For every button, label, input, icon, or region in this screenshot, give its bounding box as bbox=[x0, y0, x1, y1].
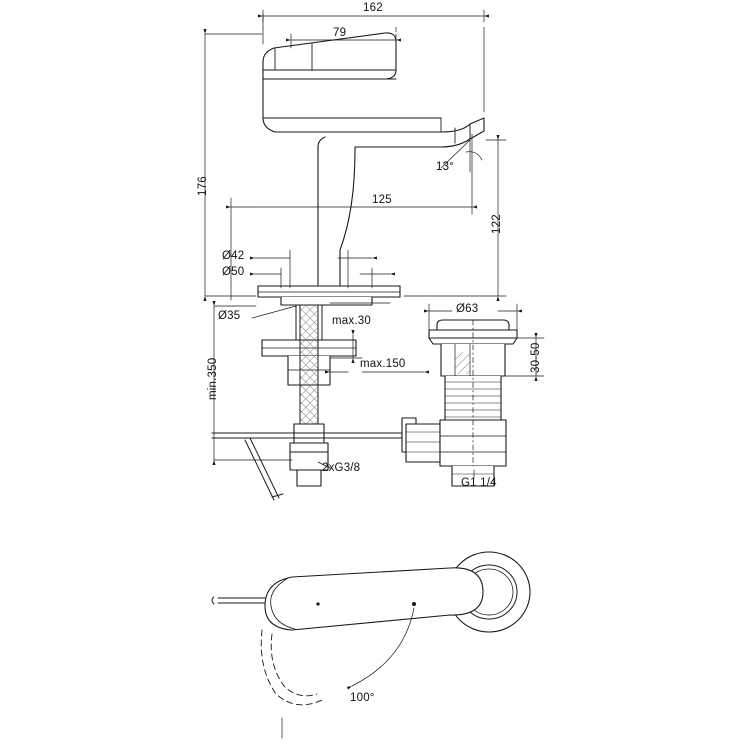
label-max-30: max.30 bbox=[332, 315, 371, 327]
dimension-lines-upper bbox=[203, 9, 545, 479]
faucet-body-outline bbox=[257, 32, 485, 306]
label-dia-35: Ø35 bbox=[218, 310, 241, 322]
waste-assembly bbox=[405, 319, 518, 487]
under-counter-assembly bbox=[211, 304, 421, 501]
label-dia-42: Ø42 bbox=[222, 250, 245, 262]
label-width-handle: 79 bbox=[333, 27, 347, 39]
label-swivel-angle: 100° bbox=[350, 692, 375, 704]
label-thread-supply: 2xG3/8 bbox=[322, 462, 361, 474]
label-dia-63: Ø63 bbox=[456, 303, 479, 315]
label-min-350: min.350 bbox=[207, 357, 219, 400]
label-spout-height: 122 bbox=[491, 214, 503, 234]
label-max-150: max.150 bbox=[360, 358, 406, 370]
plan-view-faucet bbox=[211, 551, 531, 739]
label-waste-range: 30-50 bbox=[530, 342, 542, 373]
label-spout-reach: 125 bbox=[372, 194, 392, 206]
label-thread-waste: G1 1/4 bbox=[461, 477, 497, 489]
label-spout-angle: 13° bbox=[436, 161, 454, 173]
label-dia-50: Ø50 bbox=[222, 266, 245, 278]
label-width-overall: 162 bbox=[363, 2, 383, 14]
label-height-overall: 176 bbox=[197, 176, 209, 196]
